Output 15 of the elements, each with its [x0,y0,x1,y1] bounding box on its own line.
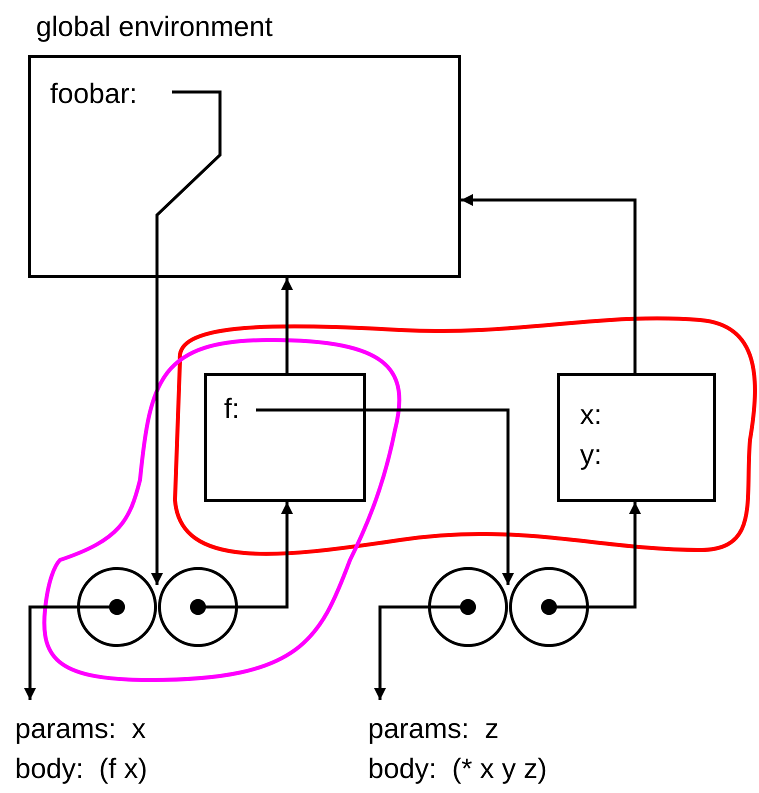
pointer-arrow [461,194,636,373]
binding-label: f: [224,395,240,423]
environment-frame [204,373,366,502]
binding-label: y: [580,441,602,469]
frame-heading: global environment [36,13,273,41]
params-text: params: z [368,715,499,743]
body-text: body: (* x y z) [368,755,547,783]
pointer-arrow [151,90,222,585]
binding-label: x: [580,401,602,429]
pointer-arrow [256,408,514,585]
body-text: body: (f x) [15,755,148,783]
environment-frame [557,373,716,502]
binding-label: foobar: [50,80,138,108]
pointer-arrow [281,278,293,373]
params-text: params: x [15,715,146,743]
